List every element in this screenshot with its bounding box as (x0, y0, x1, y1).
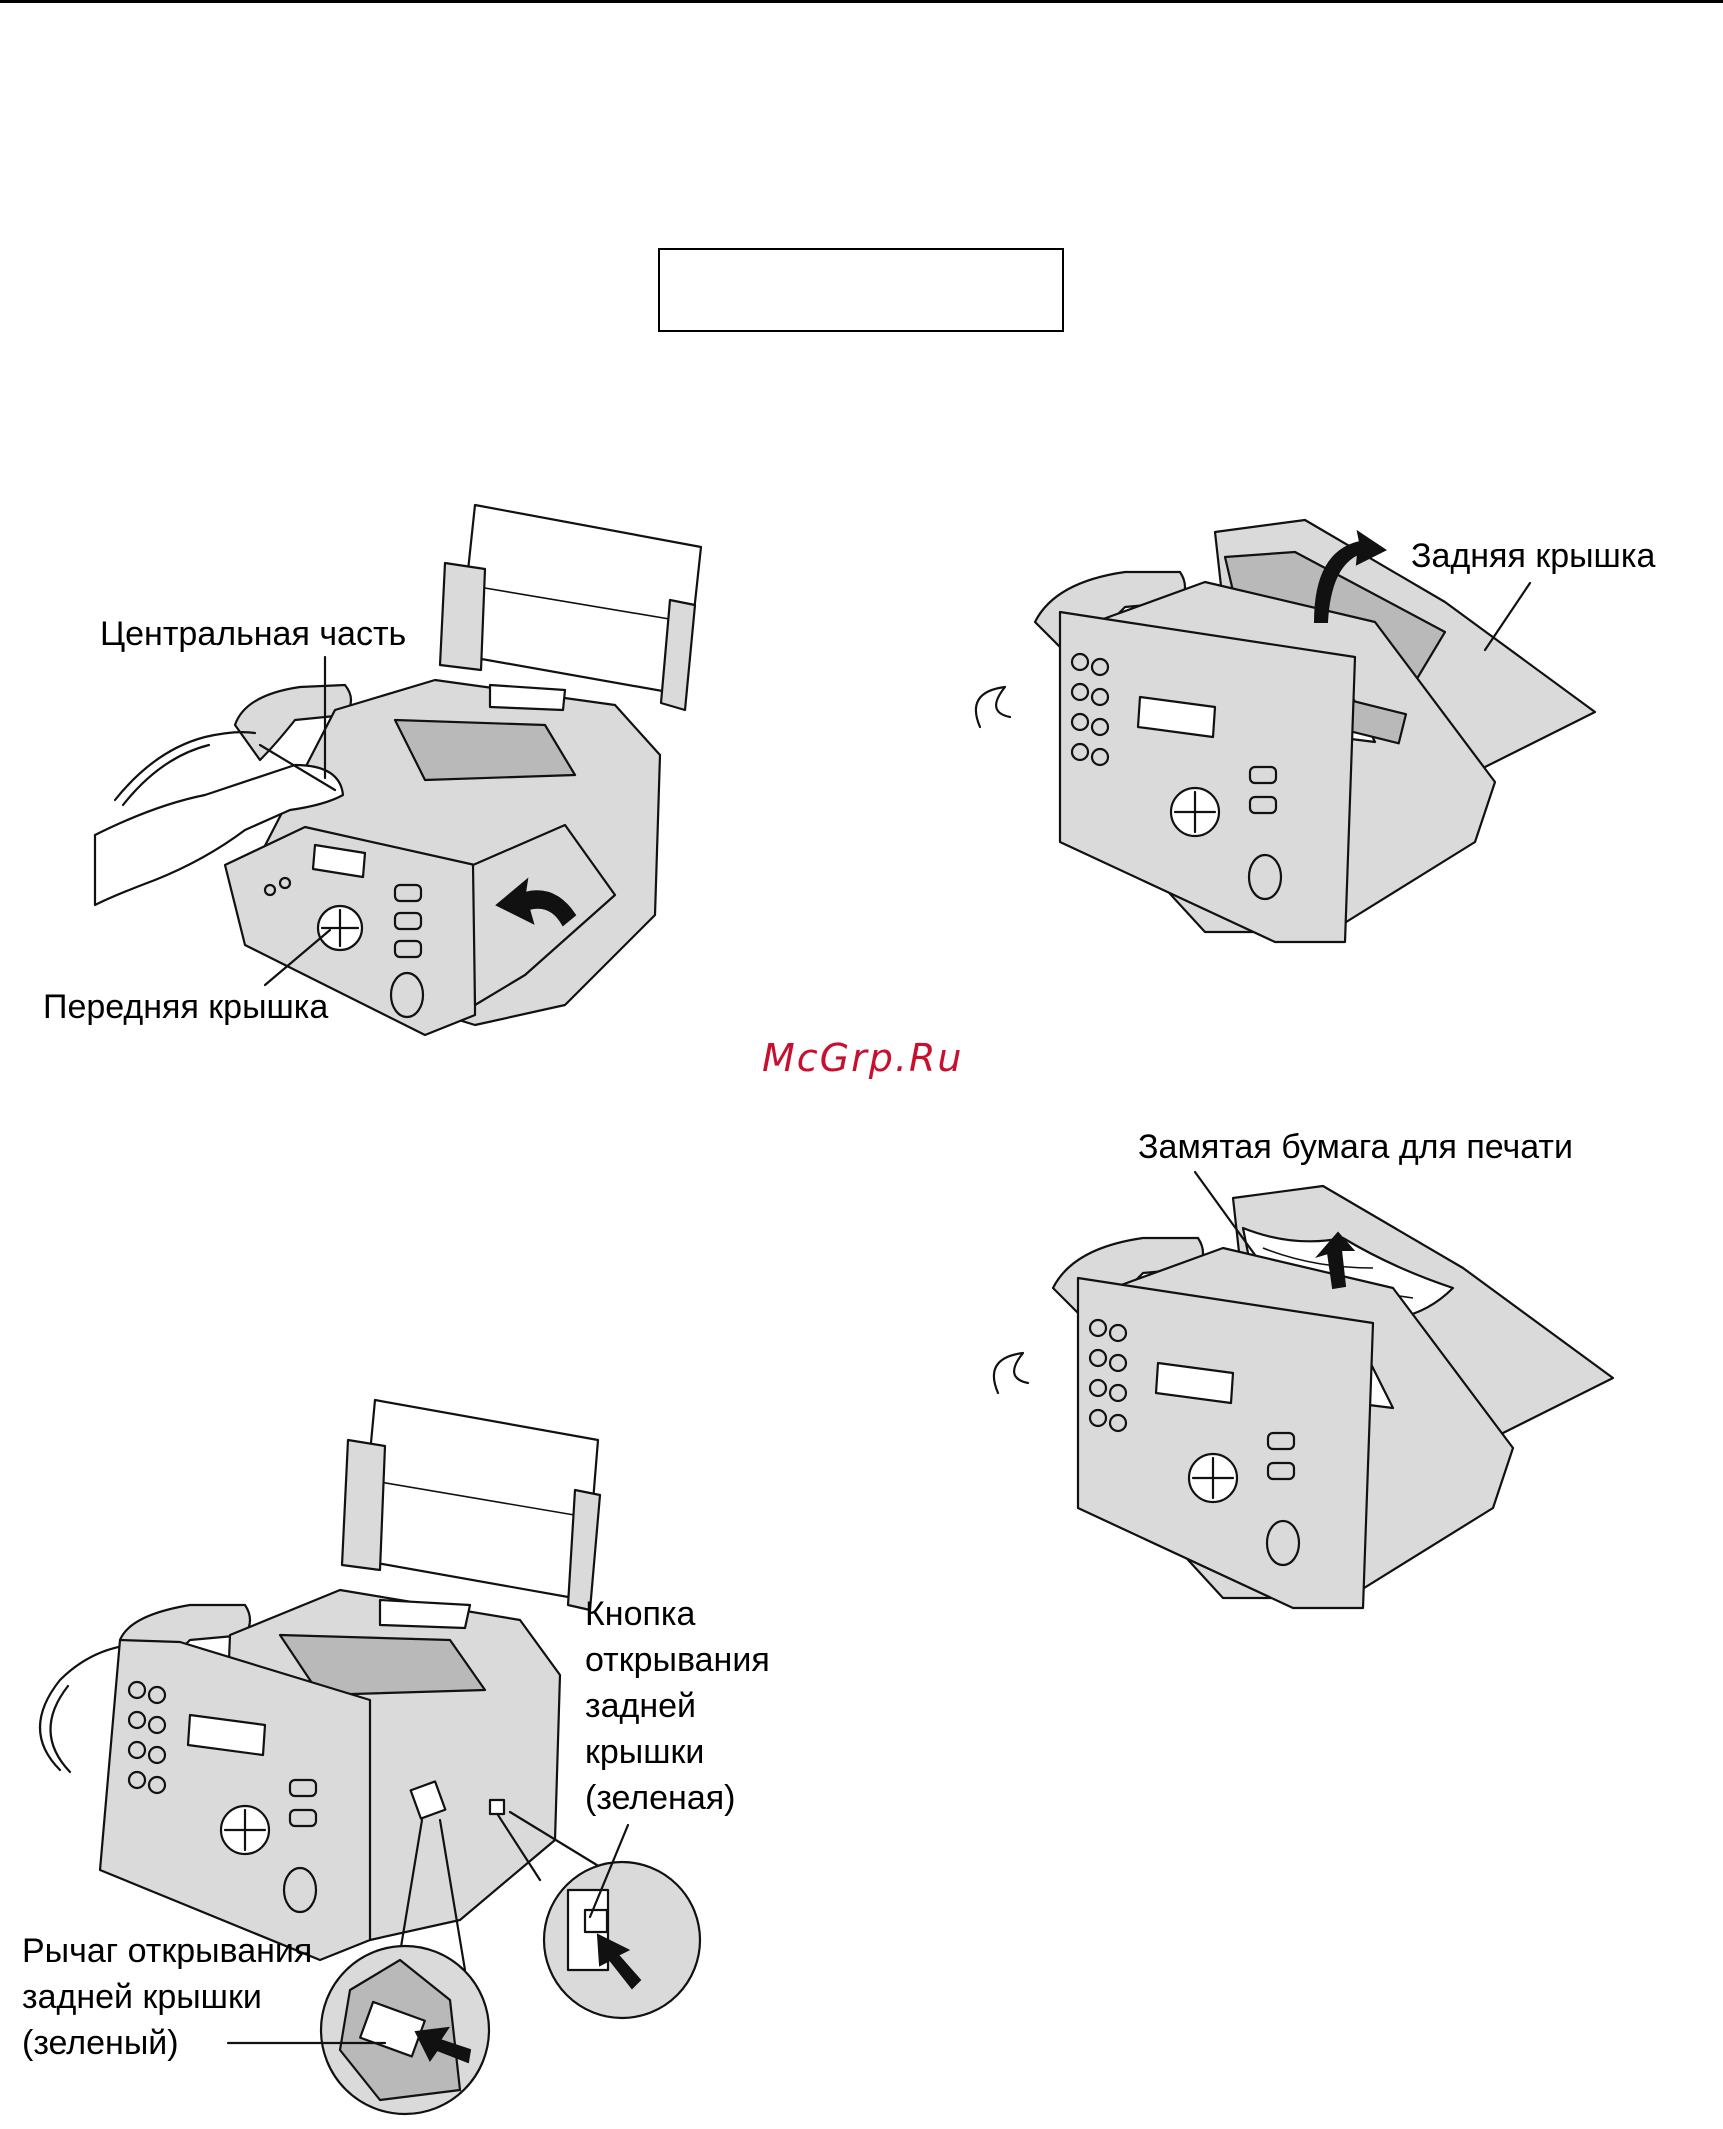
leader-line-figure-4 (0, 0, 1723, 2129)
